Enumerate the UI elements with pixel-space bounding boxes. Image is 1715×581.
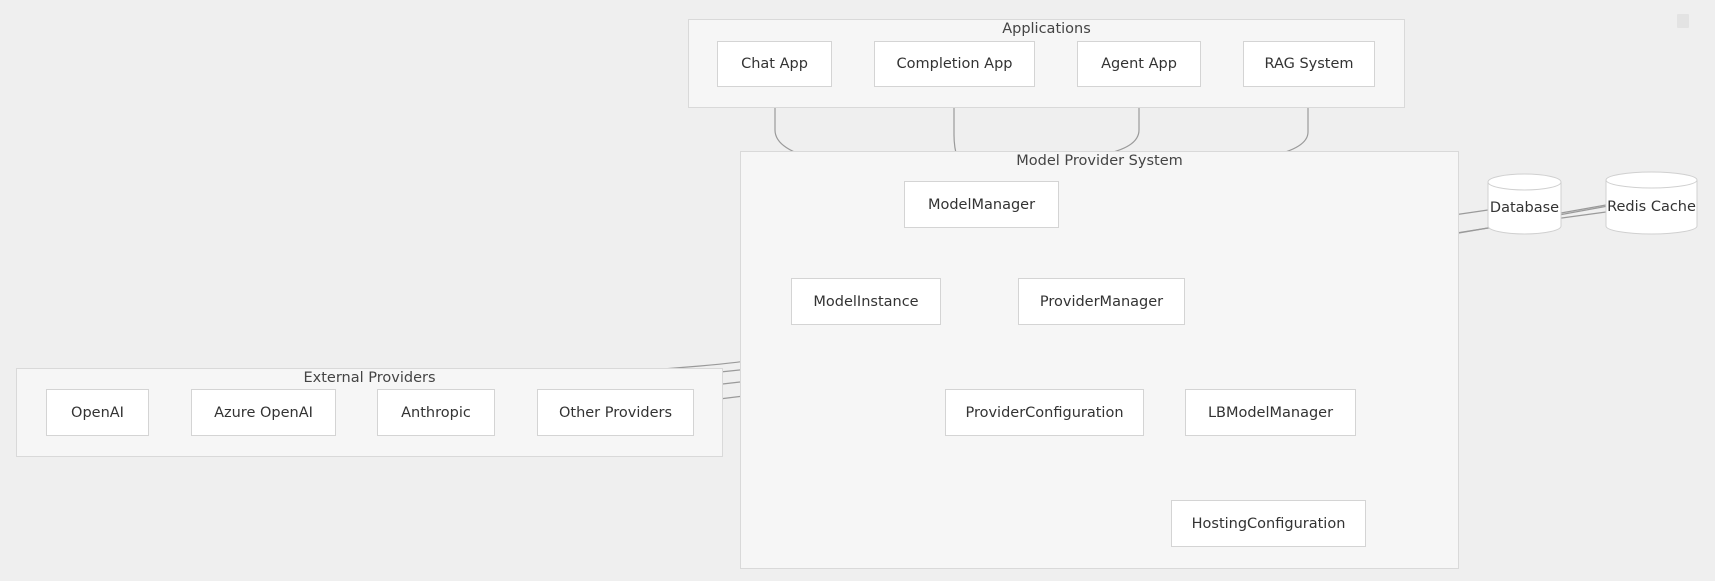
rag-system-node[interactable]: RAG System (1243, 41, 1375, 87)
model-provider-system-group-label: Model Provider System (1016, 153, 1183, 169)
provider-manager-node[interactable]: ProviderManager (1018, 278, 1185, 325)
model-instance-node[interactable]: ModelInstance (791, 278, 941, 325)
database-label: Database (1489, 200, 1560, 216)
database-cylinder-shape (1487, 173, 1562, 235)
hosting-configuration-node[interactable]: HostingConfiguration (1171, 500, 1366, 547)
applications-group-label: Applications (1002, 21, 1091, 37)
model-provider-system-group: Model Provider System (740, 151, 1459, 569)
database-node[interactable]: Database (1487, 173, 1562, 235)
anthropic-node[interactable]: Anthropic (377, 389, 495, 436)
chat-app-node[interactable]: Chat App (717, 41, 832, 87)
completion-app-node[interactable]: Completion App (874, 41, 1035, 87)
external-providers-group-label: External Providers (303, 370, 436, 386)
redis-cache-node[interactable]: Redis Cache (1605, 171, 1698, 235)
other-providers-node[interactable]: Other Providers (537, 389, 694, 436)
azure-openai-node[interactable]: Azure OpenAI (191, 389, 336, 436)
document-icon[interactable] (1677, 14, 1689, 28)
model-manager-node[interactable]: ModelManager (904, 181, 1059, 228)
redis-cache-label: Redis Cache (1607, 199, 1696, 215)
lb-model-manager-node[interactable]: LBModelManager (1185, 389, 1356, 436)
edge-database-to-redis-cache (1560, 204, 1607, 214)
agent-app-node[interactable]: Agent App (1077, 41, 1201, 87)
openai-node[interactable]: OpenAI (46, 389, 149, 436)
redis-cache-cylinder-shape (1605, 171, 1698, 235)
provider-configuration-node[interactable]: ProviderConfiguration (945, 389, 1144, 436)
